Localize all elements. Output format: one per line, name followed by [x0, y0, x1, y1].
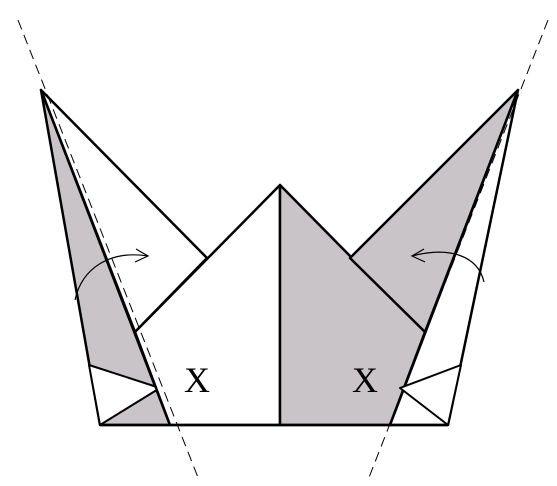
left-fold-arrowhead	[134, 248, 150, 263]
right-x-label: X	[352, 360, 378, 400]
left-fold-arrow	[74, 254, 149, 301]
left-x-label: X	[184, 360, 210, 400]
right-flap-inner-tri	[399, 364, 462, 426]
left-flap-inner-white	[88, 364, 161, 426]
right-fold-dashed-line	[367, 19, 549, 481]
right-fold-arrowhead	[410, 248, 426, 263]
right-fold-arrow	[411, 251, 485, 283]
left-fold-dashed-line	[17, 19, 200, 481]
